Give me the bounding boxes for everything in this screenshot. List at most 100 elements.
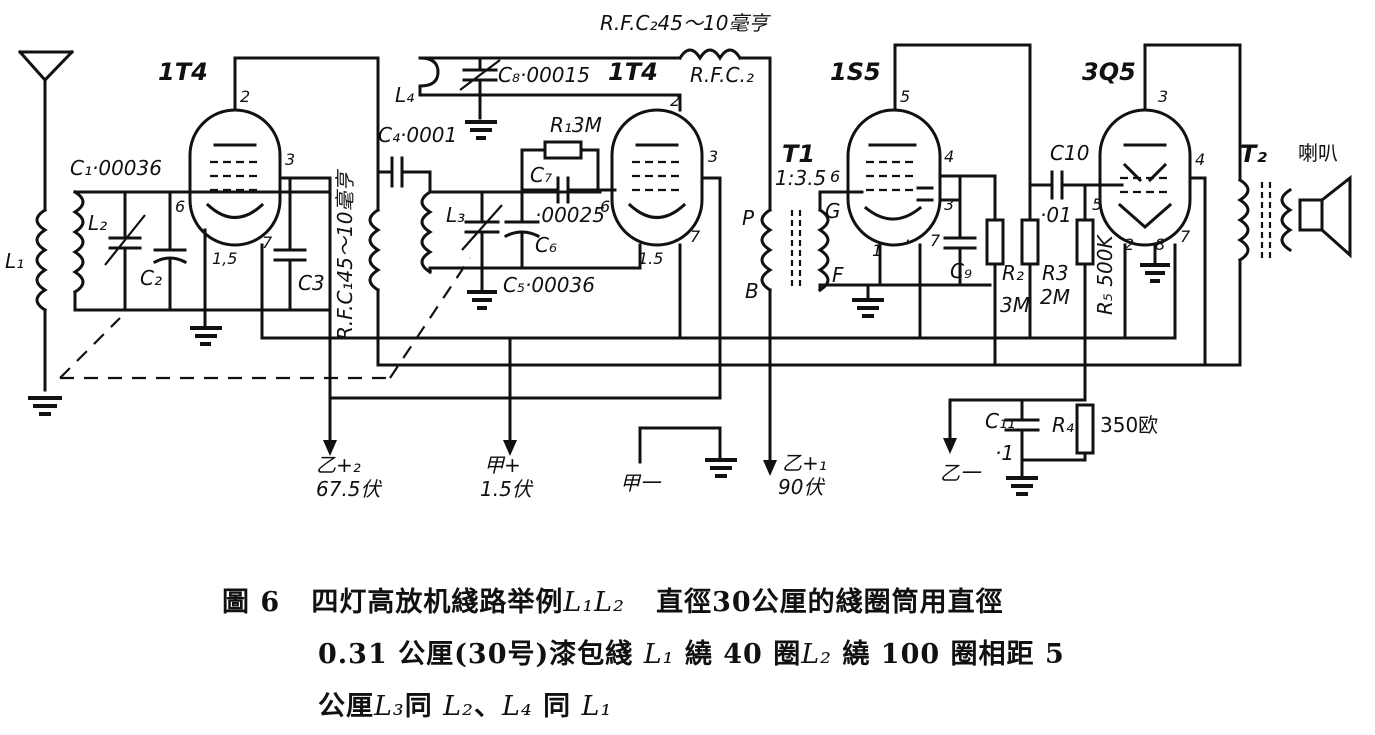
supply-a-plus-value: 1.5伏 <box>480 477 534 501</box>
caption-text: 0.31 公厘(30号)漆包綫 <box>318 639 644 670</box>
c10-value: ·01 <box>1040 203 1072 227</box>
r2-value: 3M <box>1000 293 1030 317</box>
pin-label: 1 <box>872 241 882 260</box>
choke-rfc1: R.F.C₁45～10毫亨 <box>333 169 1242 367</box>
circuit-schematic: L₁ L₂ C₁·00036 C₂ <box>5 11 1352 501</box>
pin-label: 7 <box>1180 227 1191 246</box>
pin-label: 7 <box>690 227 701 246</box>
t2-label: T₂ <box>1240 140 1267 168</box>
pin-label: 4 <box>944 147 954 166</box>
pin-label: 2 <box>240 87 250 106</box>
rfc1-label: R.F.C₁45～10毫亨 <box>333 169 357 340</box>
caption-symbol: L₁ <box>581 691 613 722</box>
c3-label: C3 <box>298 271 325 295</box>
figure-number: 圖 6 <box>222 587 281 618</box>
ground-icon <box>1006 476 1038 496</box>
t1-p: P <box>742 206 755 230</box>
pin-label: 7 <box>262 233 273 252</box>
c7-value: ·00025 <box>535 203 605 227</box>
c11-label: C₁₁ <box>985 409 1015 433</box>
c11-value: ·1 <box>995 441 1014 465</box>
supply-b2-name: 乙+₂ <box>316 453 361 477</box>
l2-label: L₂ <box>88 211 107 235</box>
antenna-icon <box>17 49 75 212</box>
choke-rfc2: R.F.C₂45～10毫亨 R.F.C.₂ <box>600 11 772 212</box>
pin-label: 6 <box>600 197 610 216</box>
c9-label: C₉ <box>950 259 972 283</box>
c7-label: C₇ <box>530 163 552 187</box>
pin-label: 3 <box>1158 87 1168 106</box>
c5-label: C₅·00036 <box>503 273 595 297</box>
tube-v3: 1S5 5 4 6 3 7 1 · <box>830 58 954 260</box>
ground-icon <box>1140 263 1170 283</box>
caption-text: 公厘 <box>318 691 374 722</box>
pin-label: 5 <box>900 87 910 106</box>
caption-text: 四灯高放机綫路举例 <box>311 587 564 618</box>
capacitor-c10: C10 ·01 <box>1028 141 1124 227</box>
pin-label: 6 <box>175 197 185 216</box>
figure-caption-line-2: 0.31 公厘(30号)漆包綫 L₁ 繞 40 圈L₂ 繞 100 圈相距 5 <box>318 632 1065 671</box>
caption-text: 繞 100 圈相距 5 <box>832 639 1065 670</box>
resistor-r2: R₂ 3M <box>985 174 1030 367</box>
pin-label: 1.5 <box>638 249 663 268</box>
r4-label: R₄ <box>1052 413 1074 437</box>
capacitor-c6: C₆ <box>503 190 557 270</box>
caption-text: 直徑30公厘的綫圈筒用直徑 <box>656 587 1004 618</box>
tube-v1: 1T4 2 3 6 7 1,5 <box>158 58 295 268</box>
transformer-t2: T₂ <box>1237 140 1293 367</box>
r5-label: R₅ 500K <box>1093 234 1117 315</box>
supply-b1-name: 乙+₁ <box>782 451 827 475</box>
c2-label: C₂ <box>140 266 162 290</box>
pin-label: 2 <box>670 91 680 110</box>
figure-caption-line-3: 公厘L₃同 L₂、L₄ 同 L₁ <box>318 684 612 723</box>
r2-label: R₂ <box>1002 261 1024 285</box>
caption-text: 、 <box>473 691 502 722</box>
resistor-r4: R₄ 350欧 <box>1020 403 1158 462</box>
t1-g: G <box>825 199 841 223</box>
resistor-r3: R3 2M <box>1020 218 1070 340</box>
l3-label: L₃ <box>446 203 465 227</box>
r3-value: 2M <box>1040 285 1070 309</box>
t1-label: T1 <box>782 140 815 168</box>
caption-symbol: L₂ <box>801 639 832 670</box>
caption-symbol: L₄ <box>501 691 533 722</box>
caption-symbol: L₃ <box>374 691 405 722</box>
coil-l2: L₂ <box>72 189 332 312</box>
coil-l3: L₃ <box>420 170 642 275</box>
r3-label: R3 <box>1042 261 1069 285</box>
caption-text: 同 <box>532 691 582 722</box>
capacitor-c1: C₁·00036 <box>70 156 162 312</box>
c4-label: C₄·0001 <box>378 123 457 147</box>
capacitor-c5: C₅·00036 <box>461 190 595 310</box>
c10-label: C10 <box>1050 141 1089 165</box>
transformer-t1: T1 1:3.5 P B G F <box>742 140 844 476</box>
c8-label: C₈·00015 <box>498 63 590 87</box>
tube-v2-label: 1T4 <box>608 58 658 86</box>
capacitor-c8: C₈·00015 <box>459 56 590 140</box>
supply-a-plus-name: 甲+ <box>484 453 521 477</box>
rfc2-label: R.F.C.₂ <box>690 63 754 87</box>
pin-label: 3 <box>944 195 954 214</box>
ground-icon <box>28 396 62 416</box>
ground-icon <box>705 458 737 478</box>
supply-b1-value: 90伏 <box>778 475 825 499</box>
pin-label: 5 <box>1092 195 1102 214</box>
figure-caption-line-1: 圖 6 四灯高放机綫路举例L₁L₂ 直徑30公厘的綫圈筒用直徑 <box>222 580 1004 619</box>
capacitor-c3: C3 <box>273 176 325 312</box>
pin-label: 6 <box>830 167 840 186</box>
caption-symbol: L₂ <box>443 691 474 722</box>
c6-label: C₆ <box>535 233 557 257</box>
pin-label: 3 <box>708 147 718 166</box>
capacitor-c4: C₄·0001 <box>376 123 457 188</box>
pin-label: 1,5 <box>212 249 237 268</box>
supply-b2-value: 67.5伏 <box>316 477 383 501</box>
caption-symbol: L₁ <box>643 639 675 670</box>
pin-label: 7 <box>930 231 941 250</box>
capacitor-c2: C₂ <box>140 190 188 312</box>
pin-label: · <box>905 231 910 250</box>
speaker-label: 喇叭 <box>1298 141 1338 165</box>
caption-text: 繞 40 圈 <box>674 639 802 670</box>
r4-value: 350欧 <box>1100 413 1158 437</box>
ground-icon <box>190 326 222 346</box>
r1-label: R₁3M <box>550 113 602 137</box>
